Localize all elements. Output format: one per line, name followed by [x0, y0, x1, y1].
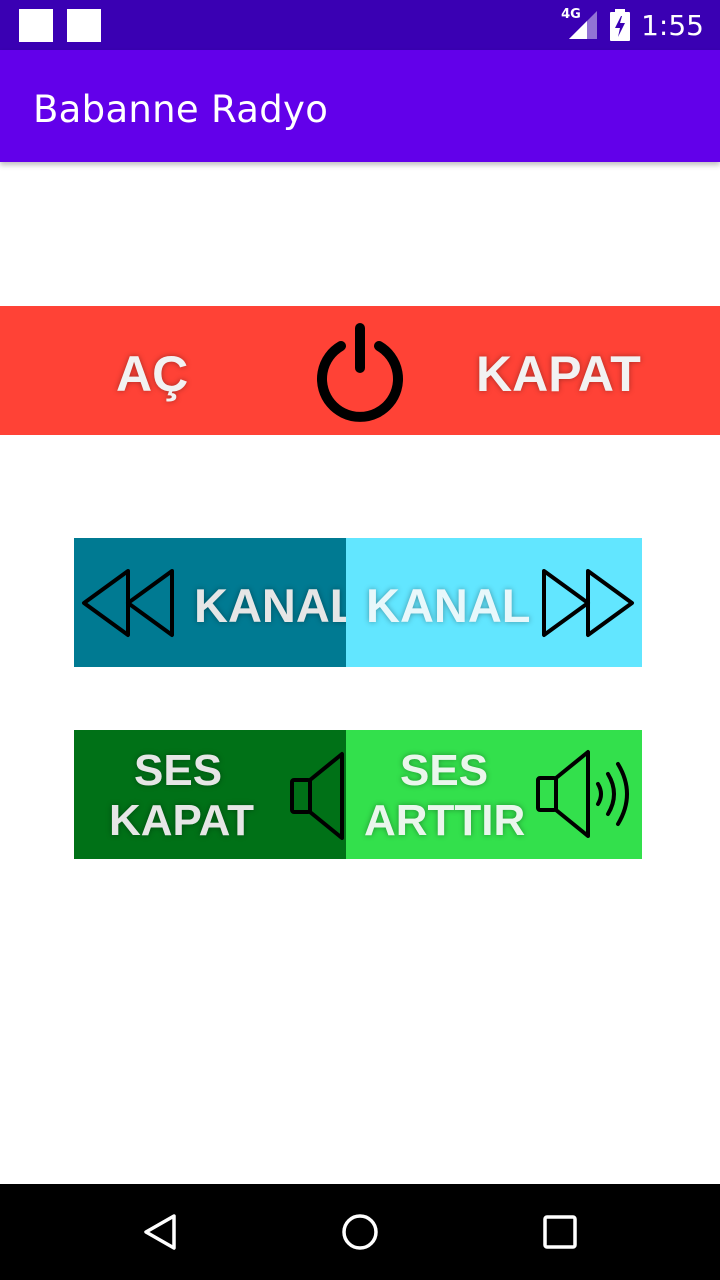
rewind-icon — [82, 569, 174, 637]
volume-mute-label-line1: SES — [134, 746, 223, 795]
volume-up-label-line1: SES — [400, 746, 489, 795]
status-icons: 4G 1:55 — [561, 0, 704, 50]
notification-icon — [19, 9, 53, 42]
fast-forward-icon — [542, 569, 634, 637]
volume-mute-label-line2: KAPAT — [109, 796, 255, 845]
channel-next-button[interactable]: KANAL — [346, 538, 642, 667]
channel-next-label: KANAL — [366, 579, 531, 632]
volume-up-label-line2: ARTTIR — [364, 796, 526, 845]
recents-button[interactable] — [512, 1184, 608, 1280]
status-clock: 1:55 — [641, 8, 704, 42]
recents-icon — [543, 1215, 577, 1249]
channel-prev-button[interactable]: KANAL — [74, 538, 346, 667]
notification-icon — [67, 9, 101, 42]
power-off-label: KAPAT — [476, 346, 641, 402]
back-button[interactable] — [112, 1184, 208, 1280]
channel-prev-label: KANAL — [194, 579, 346, 632]
navigation-bar — [0, 1184, 720, 1280]
app-title: Babanne Radyo — [33, 88, 329, 131]
power-icon[interactable] — [312, 320, 408, 422]
volume-up-button[interactable]: SES ARTTIR — [346, 730, 642, 859]
network-type-label: 4G — [561, 7, 581, 22]
home-button[interactable] — [312, 1184, 408, 1280]
signal-icon: 4G — [561, 7, 599, 41]
status-bar: 4G 1:55 — [0, 0, 720, 50]
power-on-label: AÇ — [116, 346, 189, 402]
power-off-button[interactable]: KAPAT — [420, 306, 720, 435]
back-icon — [144, 1214, 176, 1250]
speaker-muted-icon — [290, 752, 344, 840]
speaker-loud-icon — [536, 750, 629, 838]
power-on-button[interactable]: AÇ — [0, 306, 300, 435]
app-bar: Babanne Radyo — [0, 50, 720, 162]
home-icon — [342, 1214, 378, 1250]
battery-icon — [609, 9, 631, 41]
volume-mute-button[interactable]: SES KAPAT — [74, 730, 346, 859]
power-control: AÇ KAPAT — [0, 306, 720, 435]
